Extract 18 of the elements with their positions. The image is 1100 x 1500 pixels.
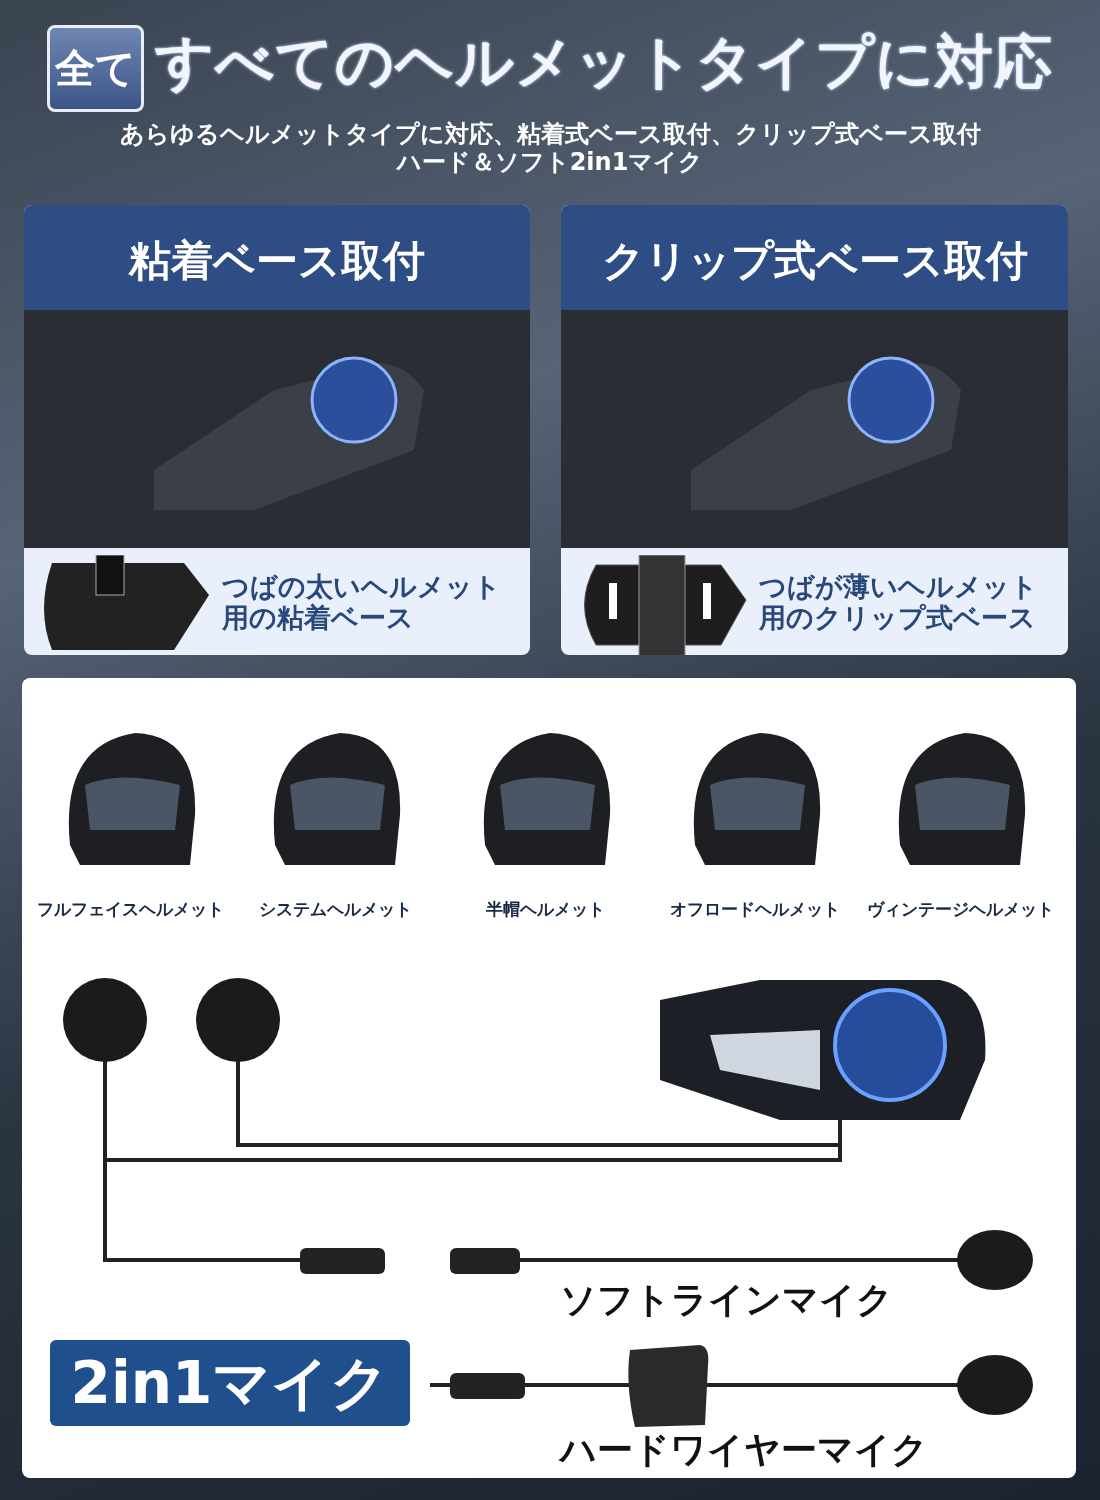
panel-heading: クリップ式ベース取付 bbox=[600, 235, 1029, 287]
subtitle: ハード＆ソフト2in1マイク bbox=[395, 147, 705, 178]
base-description: つばが薄いヘルメット用のクリップ式ベース bbox=[759, 571, 1039, 633]
mic-label: ハードワイヤーマイク bbox=[560, 1428, 928, 1472]
helmet-type-caption: 半帽ヘルメット bbox=[484, 898, 606, 920]
mic-type-label: 2in1マイク bbox=[50, 1340, 410, 1426]
helmet-type-caption: オフロードヘルメット bbox=[669, 898, 841, 920]
card-background bbox=[561, 205, 1068, 655]
panel-heading: 粘着ベース取付 bbox=[127, 235, 426, 287]
base-description: つばの太いヘルメット用の粘着ベース bbox=[222, 571, 502, 633]
subtitle: あらゆるヘルメットタイプに対応、粘着式ベース取付、クリップ式ベース取付 bbox=[118, 119, 982, 150]
helmet-type-caption: ヴィンテージヘルメット bbox=[865, 898, 1055, 920]
mic-label: ソフトラインマイク bbox=[560, 1278, 893, 1322]
title: すべてのヘルメットタイプに対応 bbox=[155, 27, 1053, 98]
card-background bbox=[24, 205, 530, 655]
badge: 全て bbox=[47, 25, 144, 112]
helmet-type-caption: フルフェイスヘルメット bbox=[35, 898, 225, 920]
helmet-type-caption: システムヘルメット bbox=[257, 898, 413, 920]
